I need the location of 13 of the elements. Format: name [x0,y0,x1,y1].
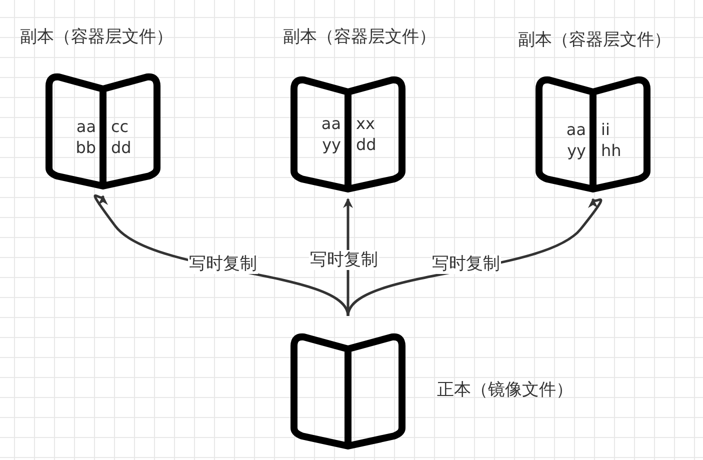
page-text: aa bb [74,116,96,158]
node-label: 正本（镜像文件） [436,380,574,400]
page-text: xx dd [356,113,378,155]
heading: 副本（容器层文件） [283,26,436,48]
heading: 副本（容器层文件） [20,26,173,48]
page-text: aa yy [320,113,341,155]
heading: 副本（容器层文件） [518,29,671,51]
edge-label: 写时复制 [431,254,501,274]
edge-label: 写时复制 [188,254,258,274]
page-text: cc dd [111,116,132,158]
page-text: aa yy [565,119,586,161]
page-text: ii hh [601,119,622,161]
edge-label: 写时复制 [309,250,379,270]
